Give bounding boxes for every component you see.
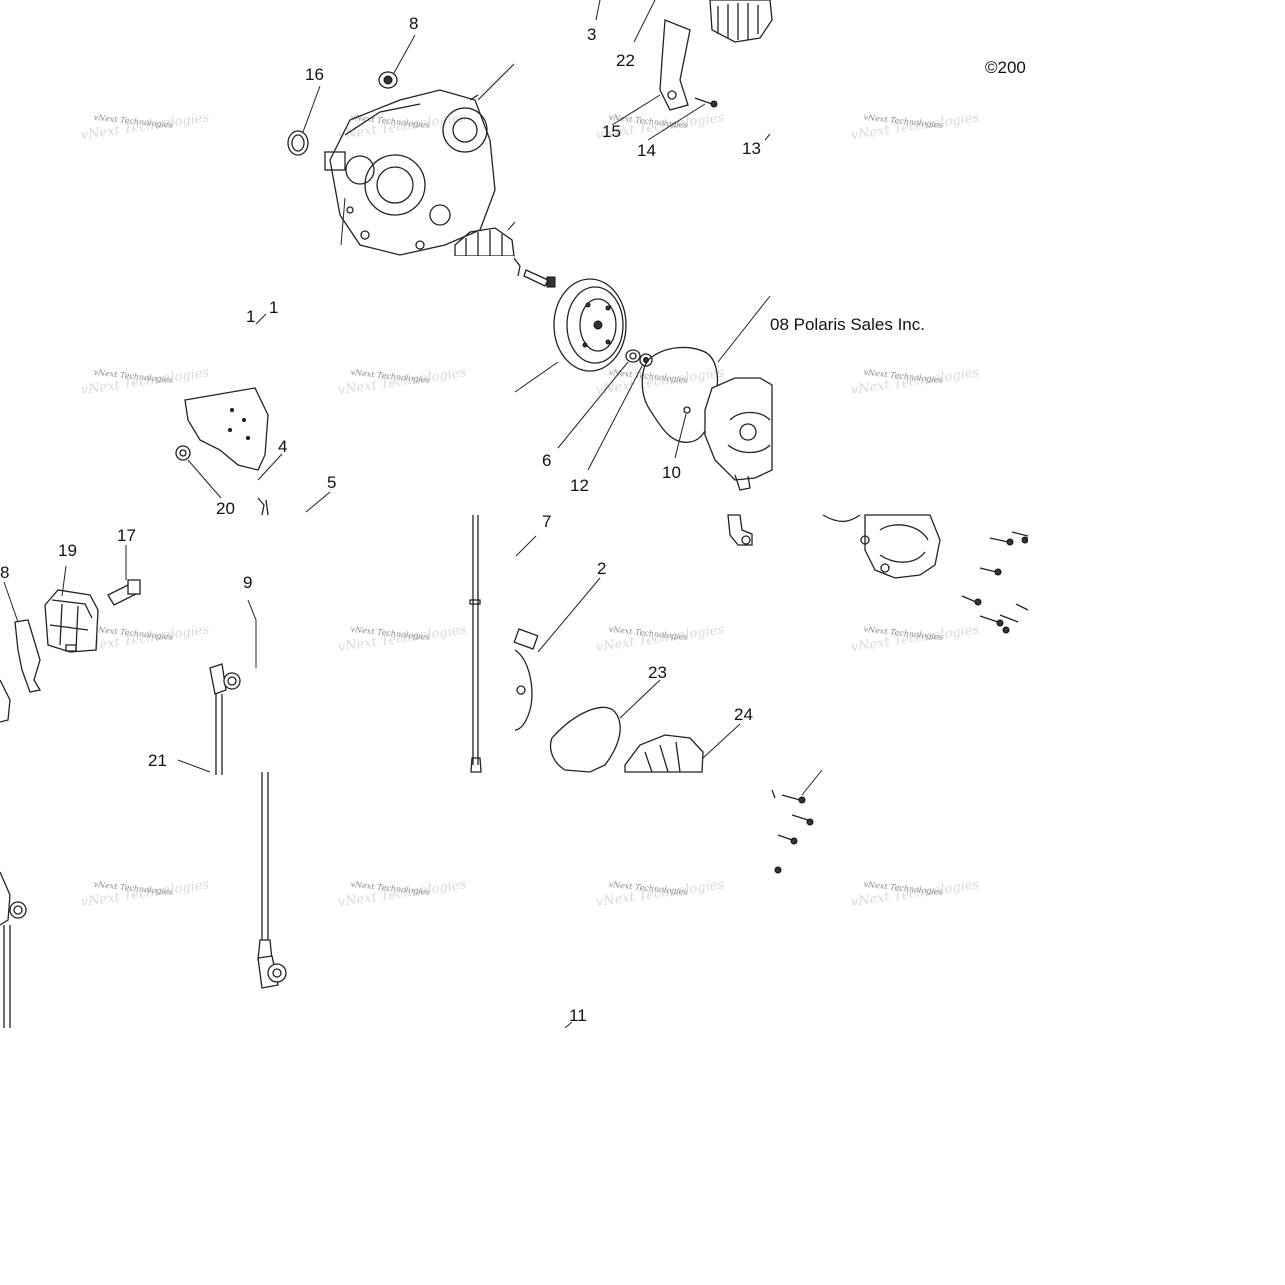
stator-cover (704, 377, 773, 491)
bracket-22 (659, 19, 691, 111)
bolt-14 (694, 97, 718, 108)
stator-top (709, 0, 773, 43)
callout-2: 2 (597, 559, 606, 578)
bracket-18 (0, 619, 42, 723)
callout-23: 23 (648, 663, 667, 682)
bolt-flywheel (523, 269, 556, 288)
callout-17: 17 (117, 526, 136, 545)
spark-plug-lead-left (0, 871, 27, 1028)
gasket-23 (549, 706, 621, 773)
spark-plug-lead-21 (257, 772, 287, 989)
high-tension-lead (469, 515, 482, 773)
seal-16 (287, 130, 309, 156)
recoil-housing (822, 514, 941, 579)
mount-plate-4 (184, 387, 269, 471)
bolts-lower (771, 789, 814, 874)
clip-5 (257, 497, 269, 516)
callout-1-right: 1 (269, 298, 278, 317)
callout-21: 21 (148, 751, 167, 770)
callout-11: 11 (569, 1006, 587, 1025)
stator-bottom (454, 227, 521, 277)
callout-22: 22 (616, 51, 635, 70)
callout-14: 14 (637, 141, 656, 160)
callout-labels: 8 16 3 22 15 14 13 1 1 4 20 5 6 12 10 7 … (0, 14, 761, 1025)
callout-3: 3 (587, 25, 596, 44)
callout-8-left: 8 (0, 563, 9, 582)
cover-24 (624, 734, 704, 773)
callout-7: 7 (542, 512, 551, 531)
cover-part-2 (513, 628, 539, 731)
leader-lines (3, 0, 823, 1029)
callout-9: 9 (243, 573, 252, 592)
callout-20: 20 (216, 499, 235, 518)
callout-10: 10 (662, 463, 681, 482)
elbow-fitting (727, 514, 753, 546)
callout-19: 19 (58, 541, 77, 560)
callout-13: 13 (742, 139, 761, 158)
bolt-17 (107, 579, 141, 606)
bolts-right (961, 531, 1029, 634)
callout-4: 4 (278, 437, 287, 456)
ignition-coil-19 (44, 589, 99, 653)
nut-20 (175, 445, 191, 461)
washer-6 (625, 349, 641, 363)
callout-8-top: 8 (409, 14, 418, 33)
callout-24: 24 (734, 705, 753, 724)
bearing-8 (378, 71, 398, 89)
callout-6: 6 (542, 451, 551, 470)
flywheel (553, 278, 627, 372)
copyright-part-2: 08 Polaris Sales Inc. (770, 315, 925, 334)
crankcase-housing (324, 89, 496, 256)
callout-5: 5 (327, 473, 336, 492)
callout-12: 12 (570, 476, 589, 495)
copyright-part-1: ©200 (985, 58, 1026, 77)
callout-16: 16 (305, 65, 324, 84)
callout-1-left: 1 (246, 307, 255, 326)
callout-15: 15 (602, 122, 621, 141)
spark-plug-cap-9 (209, 663, 241, 775)
